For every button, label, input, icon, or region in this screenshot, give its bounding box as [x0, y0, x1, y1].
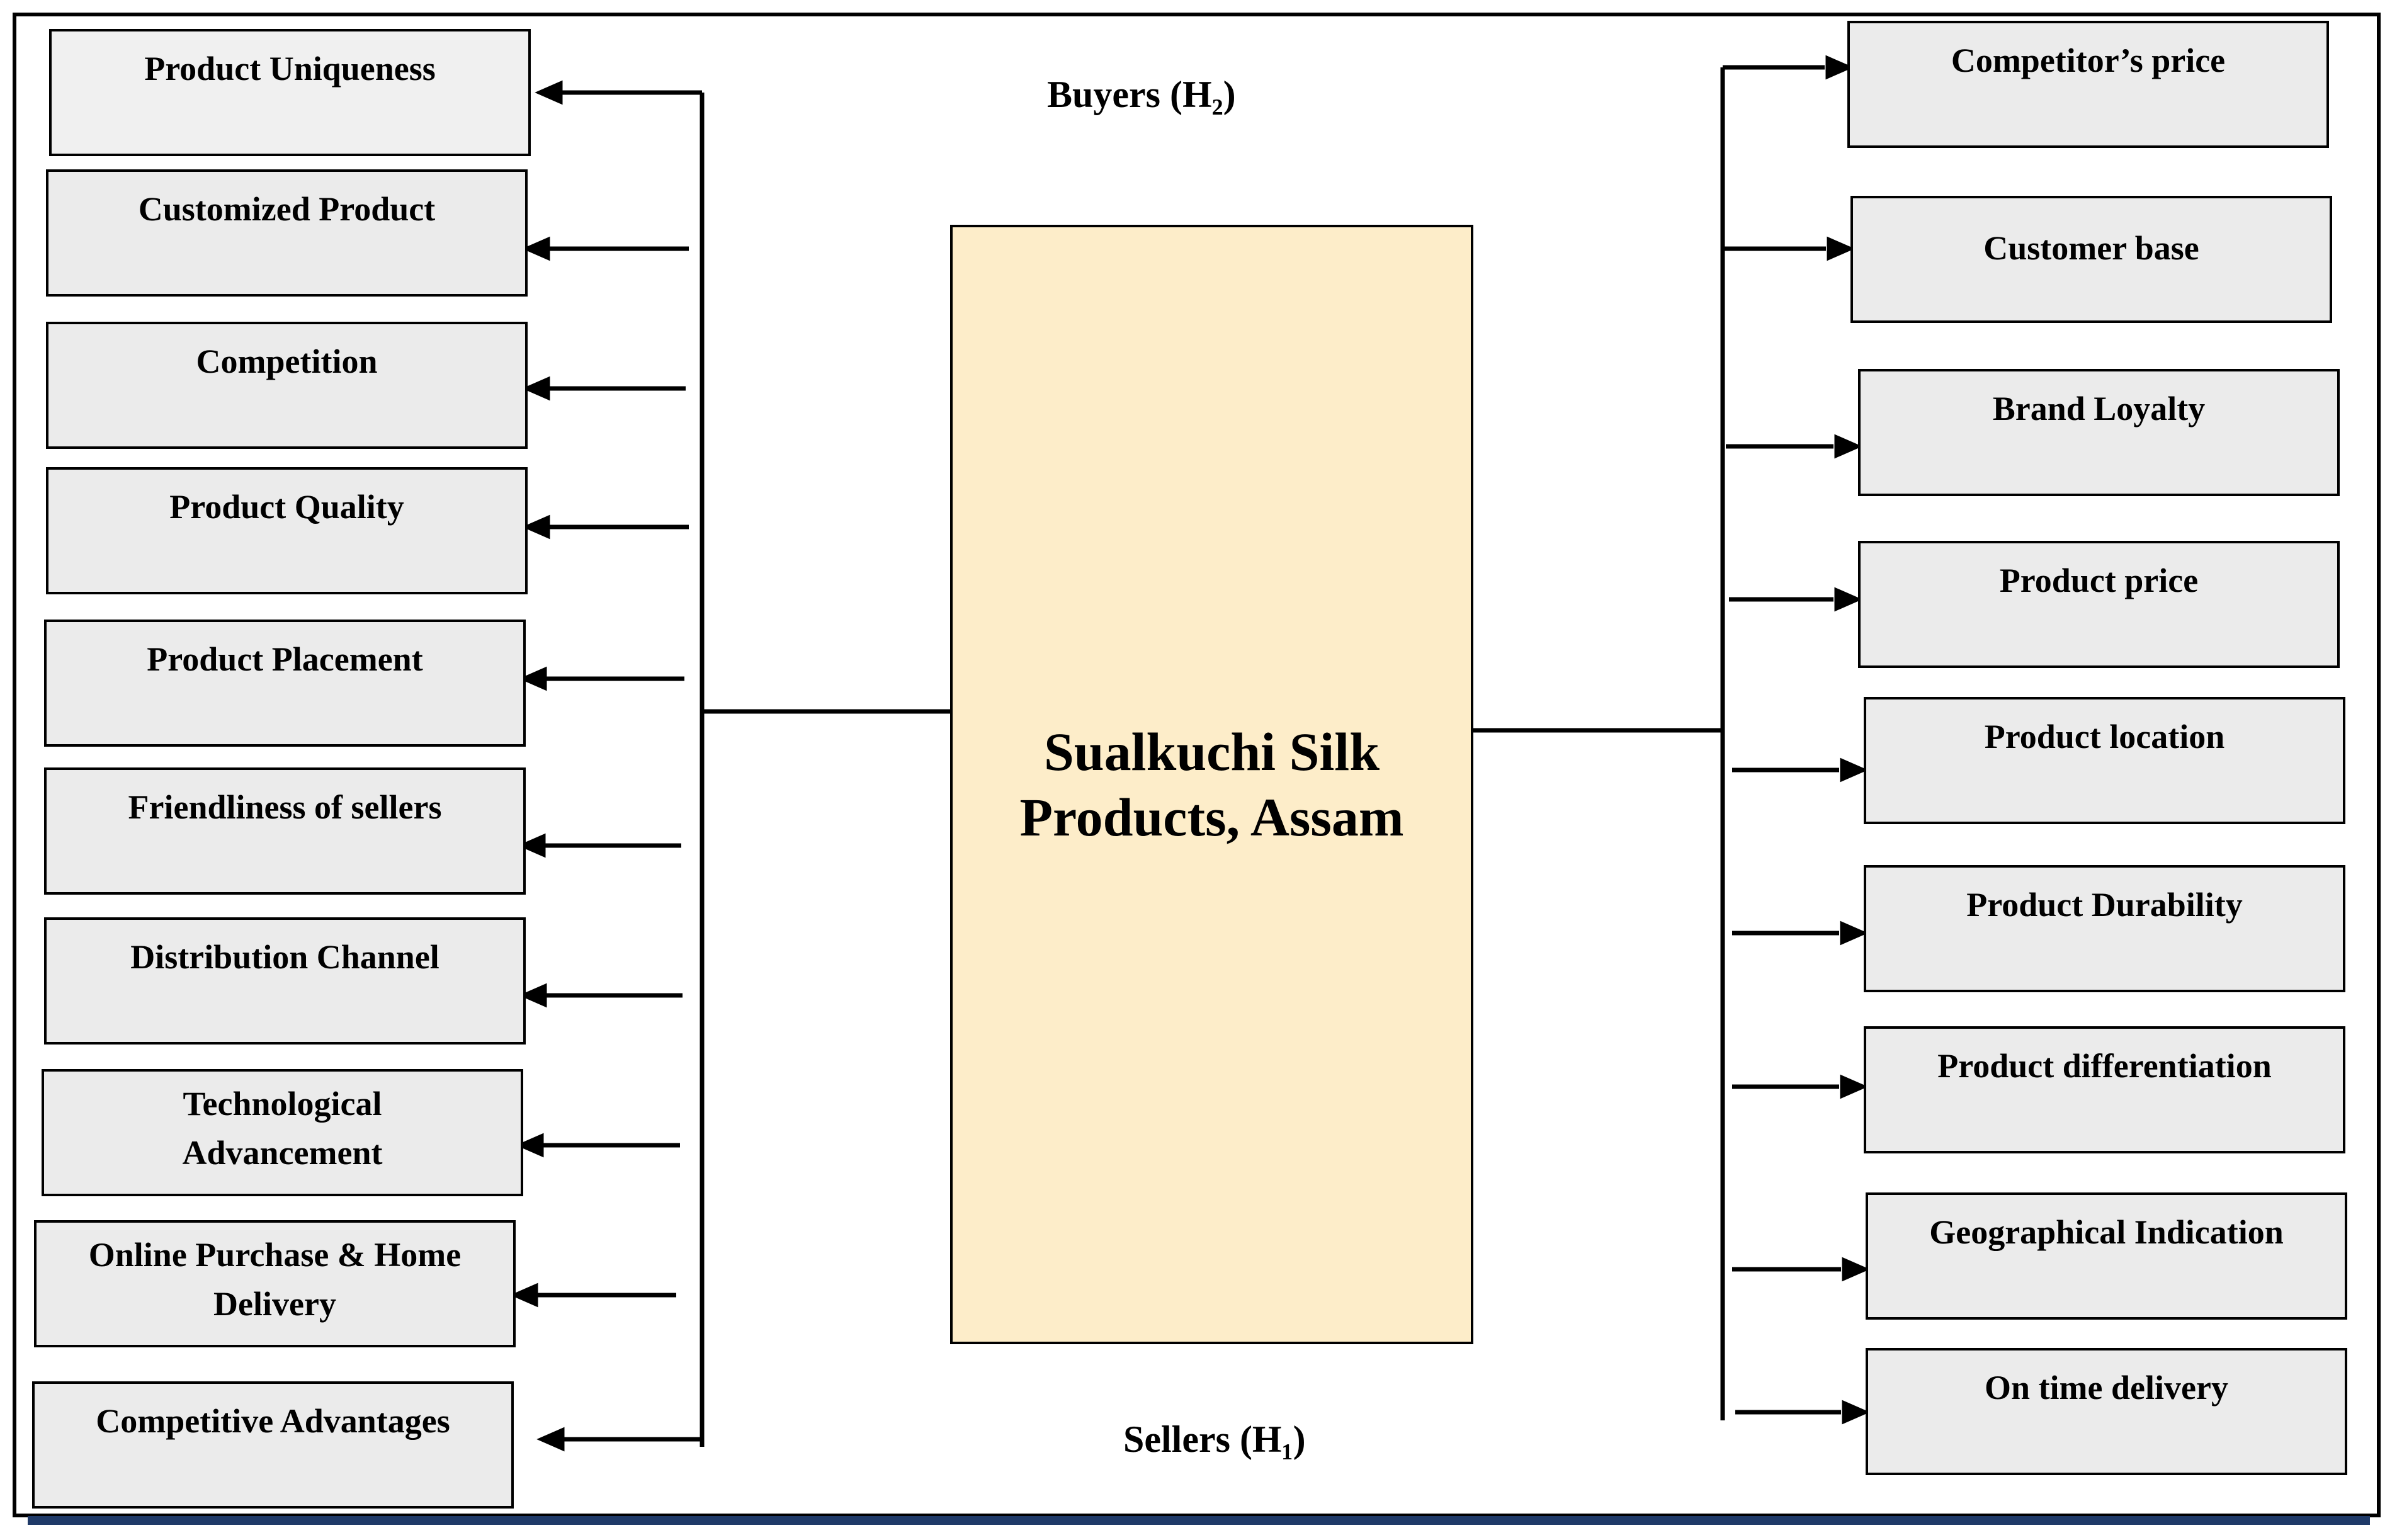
left-node-online-purchase-home-delivery: Online Purchase & Home Delivery — [34, 1220, 516, 1347]
left-node-product-uniqueness: Product Uniqueness — [49, 29, 531, 156]
node-label: Product Uniqueness — [144, 50, 436, 88]
left-node-technological-advancement: Technological Advancement — [42, 1069, 523, 1196]
left-node-friendliness-of-sellers: Friendliness of sellers — [44, 767, 526, 895]
right-node-product-location: Product location — [1864, 697, 2345, 824]
right-node-product-durability: Product Durability — [1864, 865, 2345, 992]
node-label-line1: Online Purchase & Home — [88, 1236, 462, 1274]
node-label: Competitor’s price — [1951, 42, 2226, 79]
node-label: Brand Loyalty — [1992, 390, 2206, 427]
node-label-line1: Technological — [183, 1085, 382, 1123]
node-label: Geographical Indication — [1929, 1213, 2284, 1251]
node-label: Friendliness of sellers — [128, 788, 442, 826]
node-label: Product Placement — [147, 640, 423, 678]
node-label: Product location — [1984, 718, 2225, 756]
left-node-competition: Competition — [46, 322, 528, 449]
node-label: Customer base — [1983, 229, 2199, 267]
node-label: Product differentiation — [1937, 1047, 2272, 1085]
right-node-product-differentiation: Product differentiation — [1864, 1026, 2345, 1153]
center-title-line2: Products, Assam — [1019, 787, 1404, 847]
right-node-geographical-indication: Geographical Indication — [1866, 1192, 2347, 1320]
left-node-competitive-advantages: Competitive Advantages — [32, 1381, 514, 1509]
node-label: Product Durability — [1966, 886, 2243, 924]
center-node: Sualkuchi Silk Products, Assam — [950, 225, 1473, 1344]
left-node-product-quality: Product Quality — [46, 467, 528, 594]
node-label: Competition — [196, 343, 378, 380]
node-label-line2: Delivery — [213, 1285, 336, 1323]
right-node-product-price: Product price — [1858, 541, 2340, 668]
sellers-label: Sellers (H₁) — [1123, 1418, 1306, 1460]
node-label: Product price — [1999, 562, 2199, 599]
node-label: Competitive Advantages — [96, 1402, 450, 1440]
left-node-customized-product: Customized Product — [46, 169, 528, 297]
node-label: Customized Product — [138, 190, 436, 228]
node-label: On time delivery — [1985, 1369, 2228, 1407]
bottom-bar — [28, 1516, 2370, 1525]
node-label: Product Quality — [169, 488, 404, 526]
right-node-brand-loyalty: Brand Loyalty — [1858, 369, 2340, 496]
left-node-product-placement: Product Placement — [44, 620, 526, 747]
buyers-label: Buyers (H₂) — [1047, 74, 1236, 115]
center-title-line1: Sualkuchi Silk — [1043, 722, 1380, 782]
right-node-competitors-price: Competitor’s price — [1847, 21, 2329, 148]
right-node-customer-base: Customer base — [1850, 196, 2332, 323]
node-label-line2: Advancement — [182, 1134, 383, 1172]
left-node-distribution-channel: Distribution Channel — [44, 917, 526, 1045]
node-label: Distribution Channel — [130, 938, 439, 976]
right-node-on-time-delivery: On time delivery — [1866, 1348, 2347, 1475]
